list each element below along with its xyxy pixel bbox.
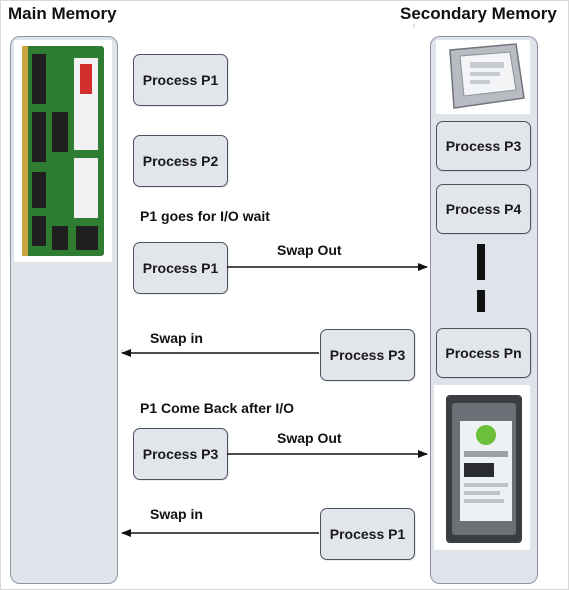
swap-in-label-2: Swap in <box>150 506 203 522</box>
desktop-hard-drive-icon <box>434 385 530 550</box>
swap-out-process-p1-box: Process P1 <box>133 242 228 294</box>
main-process-p1-box: Process P1 <box>133 54 228 106</box>
come-back-label: P1 Come Back after I/O <box>140 400 295 416</box>
main-memory-heading: Main Memory <box>8 4 117 23</box>
ellipsis-bar <box>477 244 485 280</box>
swap-in-process-p1-box: Process P1 <box>320 508 415 560</box>
ellipsis-bar <box>477 290 485 312</box>
swap-in-label-1: Swap in <box>150 330 203 346</box>
faint-logo-icon: ◖ <box>410 18 418 32</box>
swap-out-label-1: Swap Out <box>277 242 342 258</box>
secondary-memory-heading: Secondary Memory <box>400 4 557 23</box>
laptop-hard-drive-icon <box>436 40 530 114</box>
ram-stick-icon <box>14 40 112 262</box>
main-process-p2-box: Process P2 <box>133 135 228 187</box>
secondary-process-p3-box: Process P3 <box>436 121 531 171</box>
swap-out-label-2: Swap Out <box>277 430 342 446</box>
io-wait-label: P1 goes for I/O wait <box>140 208 270 224</box>
secondary-process-p4-box: Process P4 <box>436 184 531 234</box>
secondary-process-pn-box: Process Pn <box>436 328 531 378</box>
swap-in-process-p3-box: Process P3 <box>320 329 415 381</box>
